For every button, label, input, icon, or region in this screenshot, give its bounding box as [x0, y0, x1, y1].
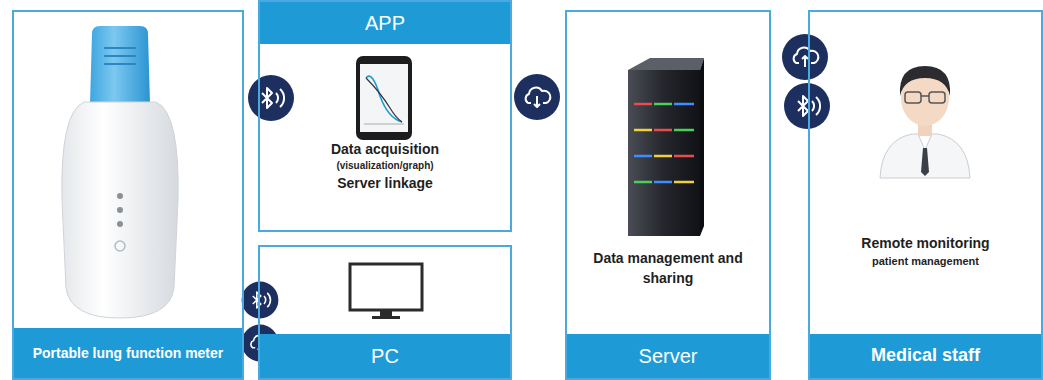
function-text: Data acquisition: [268, 140, 502, 158]
server-panel: Data management and sharingServer: [565, 10, 771, 380]
staff-panel: Remote monitoring patient managementMedic…: [808, 10, 1043, 380]
cloud-icon: [514, 74, 560, 120]
bluetooth-icon: [242, 282, 279, 319]
phone-illustration: [356, 56, 412, 140]
server-illustration: [628, 58, 704, 236]
monitor-illustration: [350, 264, 422, 319]
function-note: (visualization/graph): [268, 159, 502, 172]
device-panel: Portable lung function meter: [12, 10, 244, 380]
doctor-illustration: [880, 66, 970, 178]
pc-panel: PC: [258, 245, 512, 380]
panel-label: Server: [567, 334, 769, 378]
function-text: Remote monitoring: [818, 234, 1033, 252]
function-note: patient management: [818, 254, 1033, 268]
panel-label: PC: [260, 334, 510, 378]
panel-label: Medical staff: [810, 334, 1041, 378]
panel-label: Portable lung function meter: [14, 328, 242, 378]
bluetooth-icon: [248, 75, 294, 121]
cloud-icon: [782, 34, 828, 80]
bluetooth-icon: [784, 83, 830, 129]
app-panel: APP Data acquisition(visualization/graph)…: [258, 0, 512, 232]
panel-label: APP: [260, 2, 510, 44]
spirometer-illustration: [62, 26, 178, 318]
function-text: Data management and sharing: [593, 248, 743, 288]
function-text: Server linkage: [268, 174, 502, 192]
